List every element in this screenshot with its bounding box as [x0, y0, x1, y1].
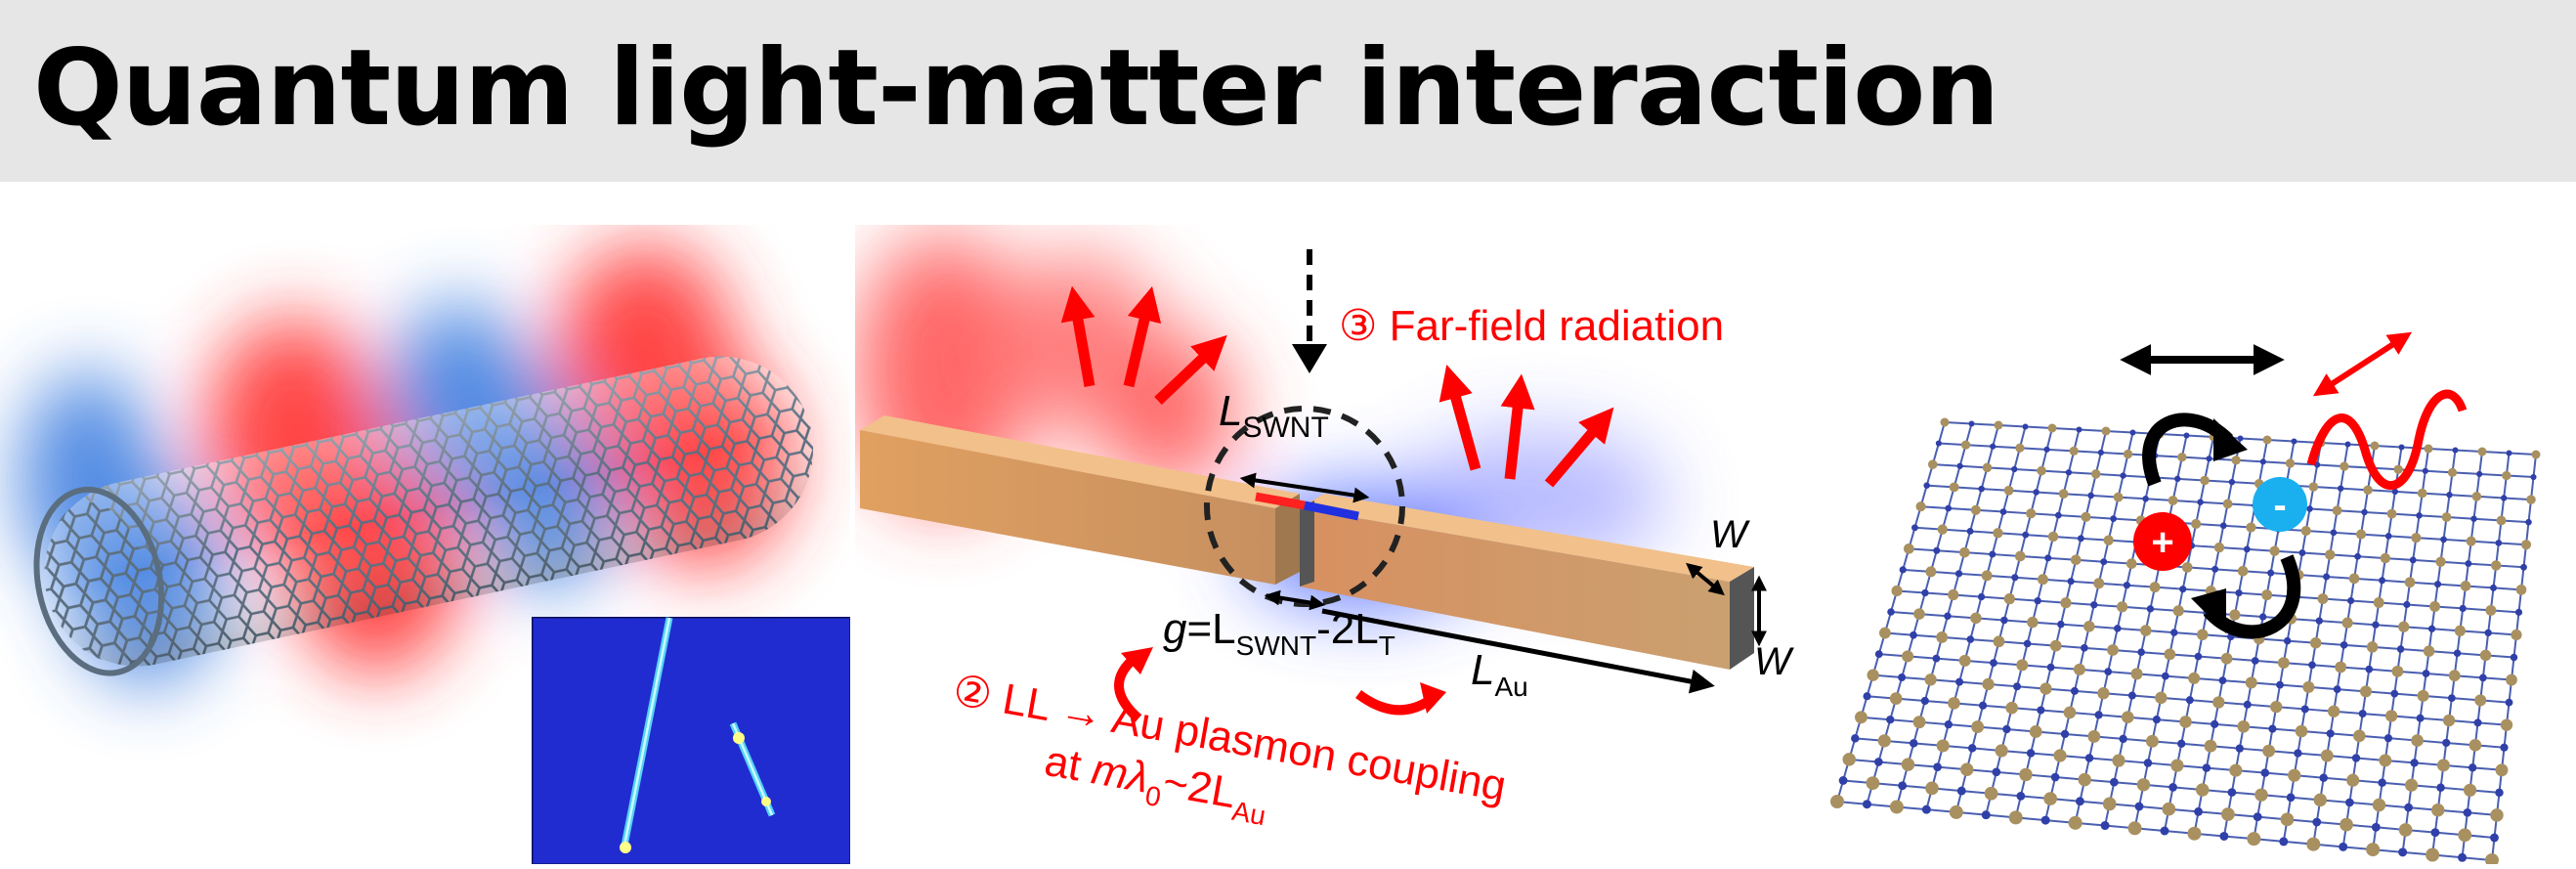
emitted-photon-wave [2306, 389, 2468, 491]
width-arrow-diagonal [1686, 562, 1725, 596]
nanotube-illustration [20, 244, 851, 865]
incident-light-arrow [1292, 249, 1327, 373]
microscopy-inset [532, 617, 851, 865]
l-swnt-arrow [1239, 472, 1370, 503]
gold-bar-left [860, 415, 1300, 585]
hole-charge: + [2133, 512, 2192, 571]
polarization-double-arrow [2312, 331, 2413, 397]
atomic-lattice [1830, 417, 2541, 867]
plasmon-antenna-panel: LSWNT g=LSWNT-2LT LAu W W ③ Far-field ra… [855, 225, 1813, 864]
gold-bar-right [1300, 494, 1754, 670]
minus-sign: - [2273, 484, 2286, 527]
exciton-curve-top-head [2213, 418, 2248, 461]
coupling-curve-right-head [1420, 682, 1446, 714]
coupling-curve-left-head [1121, 647, 1153, 674]
far-field-arrows-left [1060, 285, 1227, 405]
lattice-atoms [1830, 417, 2541, 867]
lattice-panel: + - [1818, 293, 2576, 867]
l-swnt-label: LSWNT [1219, 387, 1329, 444]
coupling-curve-right [1355, 689, 1435, 716]
carbon-nanotube [33, 356, 814, 676]
l-au-label: LAu [1471, 646, 1528, 702]
width-label-top: W [1710, 513, 1750, 556]
title-bar: Quantum light-matter interaction [0, 0, 2576, 182]
nanotube-panel [0, 225, 851, 865]
page-title: Quantum light-matter interaction [33, 27, 1999, 150]
plus-sign: + [2151, 521, 2173, 564]
far-field-arrows-right [1438, 365, 1614, 488]
width-label-bottom: W [1754, 640, 1794, 683]
antenna-illustration: LSWNT g=LSWNT-2LT LAu W W ③ Far-field ra… [855, 235, 1794, 831]
exciton-curve-bottom-head [2191, 588, 2226, 633]
lattice-illustration: + - [1830, 331, 2541, 867]
far-field-label: ③ Far-field radiation [1339, 302, 1724, 350]
l-au-arrow [1321, 608, 1715, 694]
gap-formula-label: g=LSWNT-2LT [1163, 605, 1395, 661]
gap-arrow [1264, 589, 1326, 611]
electron-charge: - [2253, 477, 2307, 532]
